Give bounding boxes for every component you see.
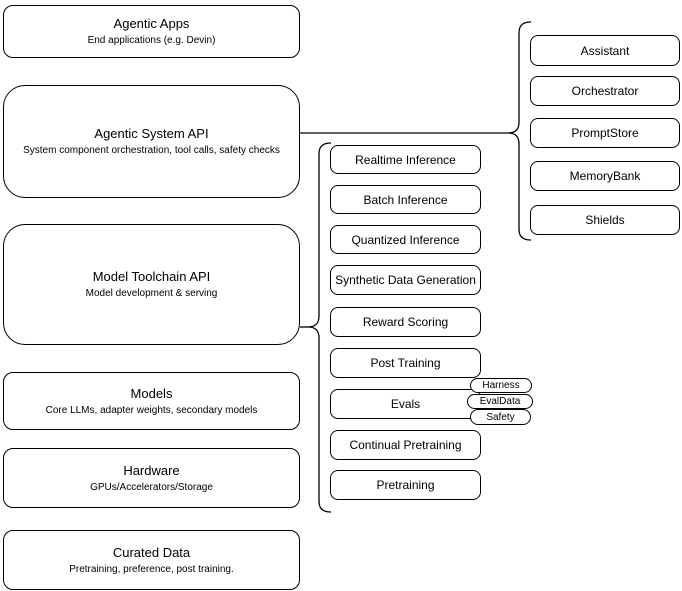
node-hardware: Hardware GPUs/Accelerators/Storage <box>3 448 300 508</box>
node-memorybank: MemoryBank <box>530 161 680 191</box>
node-curated-data: Curated Data Pretraining, preference, po… <box>3 530 300 590</box>
node-agentic-system-api: Agentic System API System component orch… <box>3 85 300 198</box>
node-title: Models <box>130 385 173 401</box>
node-label: Orchestrator <box>571 84 639 98</box>
node-subtitle: Model development & serving <box>85 288 218 299</box>
node-label: Evals <box>390 397 421 411</box>
node-shields: Shields <box>530 205 680 235</box>
node-label: Pretraining <box>376 478 435 492</box>
node-title: Model Toolchain API <box>92 269 211 284</box>
node-label: Synthetic Data Generation <box>335 273 476 287</box>
node-label: Reward Scoring <box>362 315 449 329</box>
node-assistant: Assistant <box>530 35 680 66</box>
tag-label: EvalData <box>479 396 521 407</box>
node-title: Curated Data <box>112 544 191 560</box>
node-promptstore: PromptStore <box>530 118 680 148</box>
node-realtime-inference: Realtime Inference <box>330 145 481 174</box>
brace-system-components <box>507 21 532 241</box>
node-synthetic-data-generation: Synthetic Data Generation <box>330 265 481 295</box>
node-subtitle: GPUs/Accelerators/Storage <box>90 481 213 493</box>
node-label: Shields <box>585 213 625 227</box>
node-subtitle: Pretraining, preference, post training. <box>69 563 234 575</box>
node-agentic-apps: Agentic Apps End applications (e.g. Devi… <box>3 5 300 58</box>
brace-toolchain <box>307 142 332 513</box>
node-title: Agentic System API <box>94 126 209 141</box>
tag-label: Safety <box>486 411 515 423</box>
node-continual-pretraining: Continual Pretraining <box>330 430 481 460</box>
node-label: Quantized Inference <box>351 232 460 247</box>
node-evals: Evals <box>330 389 481 419</box>
node-label: PromptStore <box>571 126 639 140</box>
tag-harness: Harness <box>470 378 532 393</box>
node-subtitle: System component orchestration, tool cal… <box>23 145 280 156</box>
node-label: MemoryBank <box>569 169 641 183</box>
node-label: Assistant <box>580 43 630 58</box>
node-title: Hardware <box>123 462 180 478</box>
node-pretraining: Pretraining <box>330 470 481 500</box>
node-models: Models Core LLMs, adapter weights, secon… <box>3 372 300 430</box>
node-reward-scoring: Reward Scoring <box>330 307 481 337</box>
node-label: Post Training <box>370 356 441 370</box>
node-batch-inference: Batch Inference <box>330 185 481 214</box>
tag-safety: Safety <box>470 409 531 425</box>
node-label: Realtime Inference <box>355 152 456 167</box>
node-label: Continual Pretraining <box>349 438 462 452</box>
node-subtitle: End applications (e.g. Devin) <box>87 35 216 46</box>
node-model-toolchain-api: Model Toolchain API Model development & … <box>3 224 300 345</box>
tag-label: Harness <box>482 380 520 391</box>
node-post-training: Post Training <box>330 348 481 378</box>
node-subtitle: Core LLMs, adapter weights, secondary mo… <box>45 404 258 416</box>
tag-evaldata: EvalData <box>467 394 533 409</box>
node-label: Batch Inference <box>363 192 448 207</box>
node-orchestrator: Orchestrator <box>530 76 680 106</box>
node-title: Agentic Apps <box>113 16 190 31</box>
node-quantized-inference: Quantized Inference <box>330 225 481 254</box>
